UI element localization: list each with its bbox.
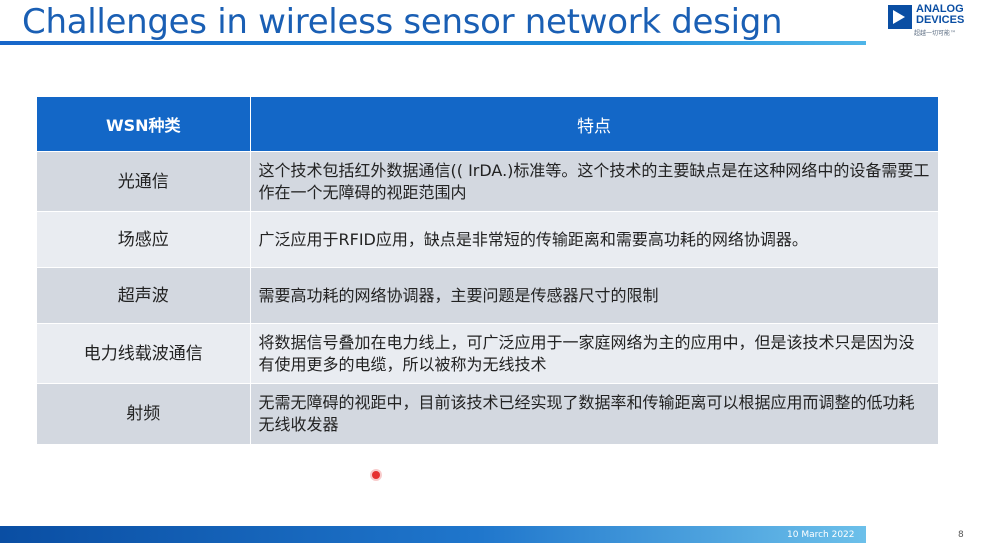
- row-feature: 无需无障碍的视距中，目前该技术已经实现了数据率和传输距离可以根据应用而调整的低功…: [250, 383, 939, 444]
- logo-triangle-icon: [888, 5, 912, 29]
- row-feature: 这个技术包括红外数据通信(( IrDA.)标准等。这个技术的主要缺点是在这种网络…: [250, 151, 939, 212]
- table-header-row: WSN种类 特点: [37, 97, 939, 152]
- logo-line2: DEVICES: [916, 14, 965, 26]
- row-type: 电力线载波通信: [37, 323, 251, 384]
- row-feature: 需要高功耗的网络协调器，主要问题是传感器尺寸的限制: [250, 267, 939, 324]
- logo-line1: ANALOG: [916, 3, 964, 15]
- logo-tagline: 超越一切可能™: [914, 30, 957, 37]
- page-number: 8: [958, 530, 964, 540]
- title-underline: [0, 41, 866, 45]
- logo-wordmark: ANALOG DEVICES: [916, 4, 978, 26]
- header-wsn-type: WSN种类: [37, 97, 251, 152]
- slide-title: Challenges in wireless sensor network de…: [22, 2, 783, 42]
- footer-bar: [0, 526, 866, 543]
- table-row: 场感应 广泛应用于RFID应用，缺点是非常短的传输距离和需要高功耗的网络协调器。: [37, 211, 939, 268]
- row-type: 光通信: [37, 151, 251, 212]
- table-row: 超声波 需要高功耗的网络协调器，主要问题是传感器尺寸的限制: [37, 267, 939, 324]
- row-type: 场感应: [37, 211, 251, 268]
- row-feature: 广泛应用于RFID应用，缺点是非常短的传输距离和需要高功耗的网络协调器。: [250, 211, 939, 268]
- footer-date: 10 March 2022: [787, 530, 855, 540]
- table-row: 射频 无需无障碍的视距中，目前该技术已经实现了数据率和传输距离可以根据应用而调整…: [37, 383, 939, 444]
- row-type: 射频: [37, 383, 251, 444]
- wsn-types-table: WSN种类 特点 光通信 这个技术包括红外数据通信(( IrDA.)标准等。这个…: [37, 97, 939, 444]
- row-feature: 将数据信号叠加在电力线上，可广泛应用于一家庭网络为主的应用中，但是该技术只是因为…: [250, 323, 939, 384]
- analog-devices-logo: ANALOG DEVICES 超越一切可能™: [888, 3, 978, 41]
- header-features: 特点: [250, 97, 939, 152]
- table-row: 电力线载波通信 将数据信号叠加在电力线上，可广泛应用于一家庭网络为主的应用中，但…: [37, 323, 939, 384]
- pointer-cursor-icon: [372, 471, 380, 479]
- row-type: 超声波: [37, 267, 251, 324]
- table-row: 光通信 这个技术包括红外数据通信(( IrDA.)标准等。这个技术的主要缺点是在…: [37, 151, 939, 212]
